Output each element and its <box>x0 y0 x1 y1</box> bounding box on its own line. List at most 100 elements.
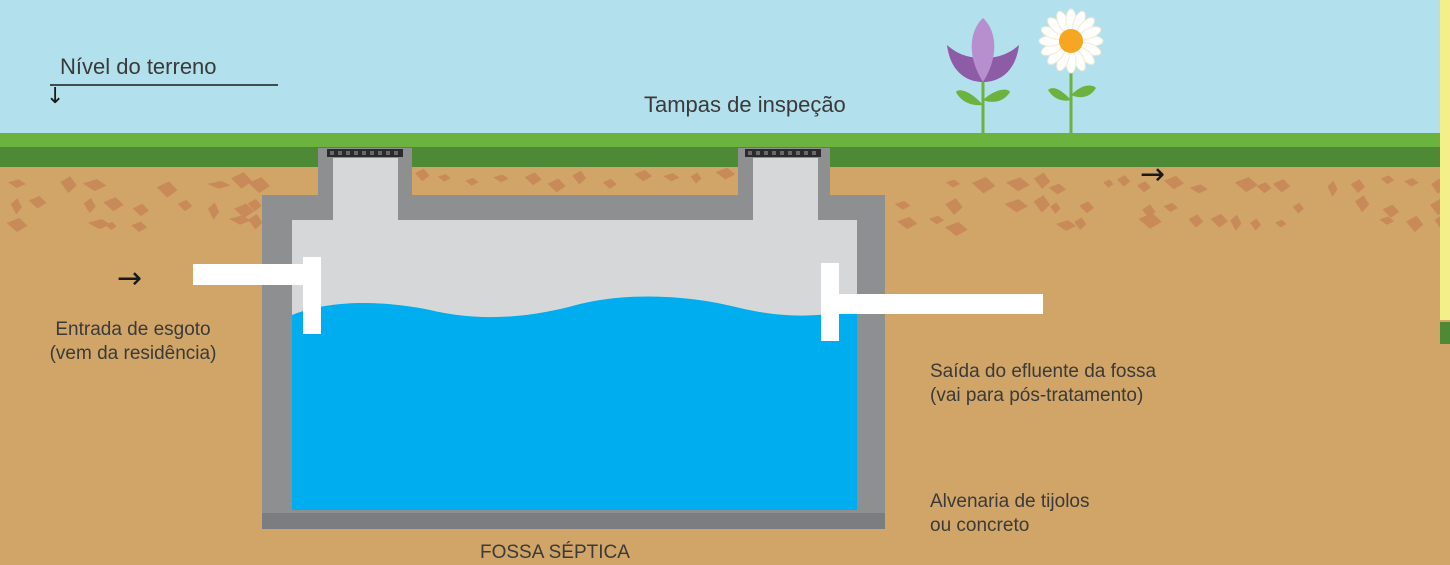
pebble <box>1272 179 1291 193</box>
cover-grid-slot <box>330 151 334 155</box>
cover-grid-slot <box>370 151 374 155</box>
pebble <box>1033 195 1051 213</box>
pebble <box>929 215 945 225</box>
pebble <box>1004 199 1029 213</box>
pebble <box>87 219 111 230</box>
pebble <box>896 216 918 230</box>
pebble <box>602 178 617 189</box>
pebble <box>1256 182 1272 194</box>
pebble <box>1055 220 1077 231</box>
pebble <box>1350 179 1366 194</box>
pebble <box>572 170 587 185</box>
outlet-label: Saída do efluente da fossa (vai para pós… <box>930 360 1156 408</box>
pebble <box>248 177 270 194</box>
pebble <box>690 172 702 184</box>
pebble <box>1355 195 1370 213</box>
pebble <box>945 198 963 215</box>
pebble <box>1163 202 1178 213</box>
wall-material-label: Alvenaria de tijolos ou concreto <box>930 490 1089 538</box>
pebble <box>10 198 22 215</box>
pebble <box>944 221 968 237</box>
cover-grid-slot <box>378 151 382 155</box>
pebble <box>1136 181 1151 193</box>
pebble <box>83 197 96 214</box>
pebble <box>177 199 193 212</box>
inspection-cover-right <box>745 149 821 157</box>
pebble <box>1327 180 1338 197</box>
pebble <box>1189 184 1208 194</box>
pebble <box>1188 214 1204 228</box>
pebble <box>1406 215 1424 233</box>
pebble <box>234 203 255 218</box>
pebble <box>7 179 26 189</box>
pebble <box>437 173 451 182</box>
pebble <box>415 168 430 182</box>
cover-grid-slot <box>748 151 752 155</box>
tank-base-slab <box>262 513 885 529</box>
pebble <box>103 197 124 212</box>
pebble <box>1404 177 1419 187</box>
cover-grid-slot <box>788 151 792 155</box>
side-panel-edge <box>1440 0 1450 320</box>
ground-level-label: Nível do terreno <box>60 54 217 79</box>
pebble <box>1048 183 1067 195</box>
cover-grid-slot <box>386 151 390 155</box>
pebble <box>60 175 77 194</box>
pebble <box>207 202 220 220</box>
cover-grid-slot <box>362 151 366 155</box>
outlet-arrow: → <box>1140 157 1166 192</box>
cover-grid-slot <box>346 151 350 155</box>
inlet-label: Entrada de esgoto (vem da residência) <box>8 318 258 366</box>
wall-material-line2: ou concreto <box>930 515 1030 536</box>
cover-grid-slot <box>772 151 776 155</box>
inlet-arrow: → <box>117 261 143 296</box>
pebble <box>28 195 47 209</box>
daisy-flower <box>1038 8 1104 140</box>
outlet-pipe <box>821 263 1043 341</box>
sky <box>0 0 1450 140</box>
pebble <box>1234 176 1258 193</box>
side-panel-grass <box>1440 322 1450 344</box>
inlet-label-line2: (vem da residência) <box>49 343 217 364</box>
cover-grid-slot <box>796 151 800 155</box>
pebble <box>207 181 231 189</box>
pebble <box>1138 213 1162 229</box>
inspection-cover-left <box>327 149 403 157</box>
tulip-flower <box>947 18 1019 140</box>
pebble <box>1275 219 1287 228</box>
wall-material-line1: Alvenaria de tijolos <box>930 491 1090 512</box>
cover-grid-slot <box>756 151 760 155</box>
pebble <box>1050 202 1061 214</box>
pebble <box>1074 217 1087 230</box>
pebble <box>945 179 961 188</box>
cover-grid-slot <box>394 151 398 155</box>
pebble <box>663 173 680 182</box>
pebble <box>105 221 117 231</box>
pebble <box>1163 175 1184 190</box>
pebble <box>1034 172 1051 189</box>
pebble <box>229 215 251 225</box>
tank-water <box>292 296 857 510</box>
pebble <box>230 172 253 189</box>
cover-grid-slot <box>812 151 816 155</box>
cover-grid-slot <box>338 151 342 155</box>
pebble <box>894 200 911 210</box>
pebble <box>493 174 509 183</box>
cover-grid-slot <box>764 151 768 155</box>
pebble <box>1116 175 1131 187</box>
cover-grid-slot <box>780 151 784 155</box>
tank-title: FOSSA SÉPTICA <box>480 542 630 563</box>
pebble <box>6 217 28 233</box>
grass-strip-light <box>0 133 1450 147</box>
pebble <box>524 172 542 186</box>
cover-grid-slot <box>354 151 358 155</box>
pebble <box>971 176 996 194</box>
pebble <box>1230 214 1242 231</box>
pebble <box>1210 213 1228 228</box>
pebble <box>156 181 178 198</box>
pebble <box>1382 204 1400 218</box>
pebble <box>247 198 262 212</box>
pebbles-layer <box>6 167 1448 237</box>
